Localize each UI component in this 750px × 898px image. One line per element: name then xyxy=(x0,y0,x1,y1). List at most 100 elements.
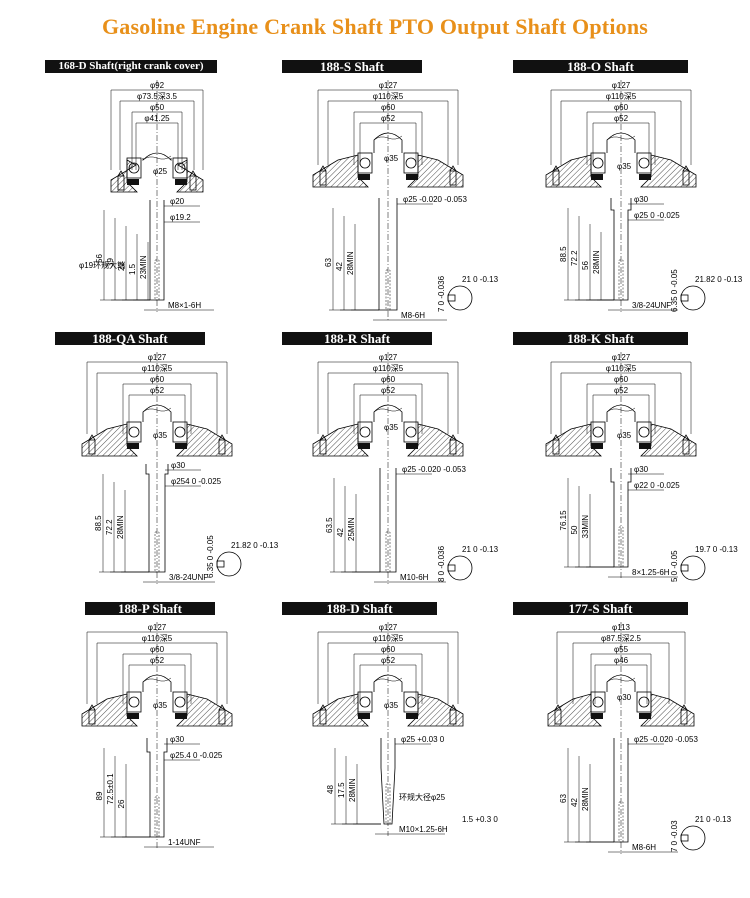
bearing-ball xyxy=(405,696,417,708)
dimension-label: φ60 xyxy=(150,375,165,384)
dimension-label: φ25 -0.020 -0.053 xyxy=(402,465,466,474)
dimension-label: φ50 xyxy=(150,103,165,112)
length-dimension: 28MIN xyxy=(116,515,125,539)
length-dimension: 23MIN xyxy=(139,255,148,279)
length-dimension: 72.2 xyxy=(105,519,114,535)
dimension-label: φ30 xyxy=(171,461,186,470)
thread-label: 1-14UNF xyxy=(168,838,201,847)
dimension-label: φ20 xyxy=(170,197,185,206)
keyway-dimension: 21.82 0 -0.13 xyxy=(231,541,279,550)
dimension-label: φ19.2 xyxy=(170,213,191,222)
length-dimension: 17.5 xyxy=(337,782,346,798)
length-dimension: 63.5 xyxy=(325,517,334,533)
dimension-label: φ30 xyxy=(634,465,649,474)
keyway-dimension: 19.7 0 -0.13 xyxy=(695,545,738,554)
dimension-label: φ110深5 xyxy=(373,634,404,643)
bearing-ball xyxy=(174,162,186,174)
length-dimension: 76.15 xyxy=(559,510,568,531)
length-dimension: 72.5±0.1 xyxy=(106,773,115,805)
thread-label: M10×1.25-6H xyxy=(399,825,448,834)
dimension-label: φ60 xyxy=(614,103,629,112)
bearing-ball xyxy=(592,696,604,708)
dimension-label: φ52 xyxy=(150,656,165,665)
dimension-label: φ25 xyxy=(153,167,168,176)
dimension-label: φ127 xyxy=(379,81,398,90)
length-dimension: 42 xyxy=(336,528,345,537)
dimension-label: φ35 xyxy=(153,701,168,710)
dimension-label: φ30 xyxy=(170,735,185,744)
shaft-section xyxy=(680,555,706,581)
shaft-model-banner: 188-QA Shaft xyxy=(55,332,205,345)
shaft-model-banner: 168-D Shaft(right crank cover) xyxy=(45,60,217,73)
bearing-ball xyxy=(128,426,140,438)
length-dimension: 28MIN xyxy=(592,250,601,274)
length-dimension: 26 xyxy=(117,799,126,808)
length-dimension: 48 xyxy=(326,785,335,794)
bearing-ball xyxy=(592,157,604,169)
keyway-dimension: 6.35 0 -0.05 xyxy=(670,269,679,312)
keyway-dimension: 6.35 0 -0.05 xyxy=(206,535,215,578)
dimension-label: φ254 0 -0.025 xyxy=(171,477,222,486)
dimension-label: φ52 xyxy=(381,386,396,395)
length-dimension: 23 xyxy=(117,262,126,271)
dimension-label: φ60 xyxy=(381,103,396,112)
shaft-section xyxy=(216,551,242,577)
dimension-label: φ127 xyxy=(379,623,398,632)
dimension-label: φ25 0 -0.025 xyxy=(634,211,680,220)
thread-label: M8-6H xyxy=(401,311,425,320)
length-dimension: 72.2 xyxy=(570,250,579,266)
dimension-label: φ25 -0.020 -0.053 xyxy=(634,735,698,744)
shaft-model-banner: 177-S Shaft xyxy=(513,602,688,615)
keyway-dimension: 21 0 -0.13 xyxy=(695,815,732,824)
dimension-label: φ110深5 xyxy=(606,364,637,373)
dimension-label: φ25.4 0 -0.025 xyxy=(170,751,223,760)
shaft-section xyxy=(680,825,706,851)
dimension-label: φ92 xyxy=(150,81,165,90)
shaft-model-banner: 188-S Shaft xyxy=(282,60,422,73)
shaft-model-banner: 188-P Shaft xyxy=(85,602,215,615)
bearing-ball xyxy=(359,157,371,169)
shaft-section xyxy=(447,555,473,581)
dimension-label: φ35 xyxy=(617,431,632,440)
dimension-label: φ127 xyxy=(148,353,167,362)
length-dimension: 88.5 xyxy=(94,515,103,531)
dimension-label: φ127 xyxy=(379,353,398,362)
bearing-ball xyxy=(405,157,417,169)
keyway-dimension: 21.82 0 -0.13 xyxy=(695,275,743,284)
bearing-ball xyxy=(638,696,650,708)
length-dimension: 56 xyxy=(581,261,590,270)
length-dimension: 89 xyxy=(95,791,104,800)
length-dimension: 33MIN xyxy=(581,515,590,539)
length-dimension: 50 xyxy=(570,525,579,534)
length-dimension: 28MIN xyxy=(346,251,355,275)
dimension-label: φ35 xyxy=(384,701,399,710)
dimension-label: φ87.5深2.5 xyxy=(601,634,641,643)
dimension-label: φ127 xyxy=(612,81,631,90)
dimension-label: φ52 xyxy=(381,114,396,123)
dimension-label: φ25 -0.020 -0.053 xyxy=(403,195,467,204)
bearing-ball xyxy=(174,696,186,708)
bearing-ball xyxy=(128,162,140,174)
keyway-dimension: 5 0 -0.05 xyxy=(670,550,679,582)
thread-label: 3/8-24UNF xyxy=(632,301,671,310)
shaft-model-banner: 188-D Shaft xyxy=(282,602,437,615)
dimension-label: φ60 xyxy=(150,645,165,654)
thread-label: M8-6H xyxy=(632,843,656,852)
shaft-model-banner: 188-O Shaft xyxy=(513,60,688,73)
dimension-label: φ35 xyxy=(384,154,399,163)
keyway-dimension: 7 0 -0.03 xyxy=(670,820,679,852)
